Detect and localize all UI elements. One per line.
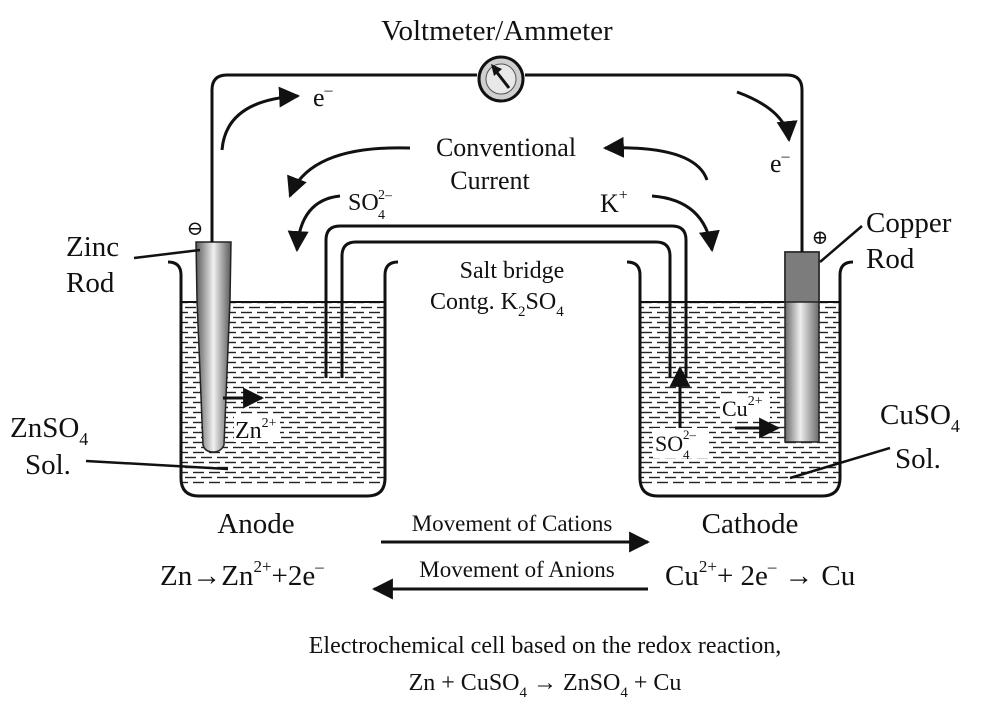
potassium-arrow [651, 194, 720, 253]
copper-rod-leader [819, 225, 863, 263]
znso4-sol-label: Sol. [25, 449, 71, 481]
conventional-current-line1: Conventional [436, 133, 576, 162]
negative-terminal-icon: ⊖ [187, 218, 204, 240]
svg-text:Zn2+: Zn2+ [235, 416, 277, 444]
right-beaker [626, 260, 854, 498]
salt-bridge-outer [324, 224, 688, 378]
zinc-ion-label: Zn2+ [234, 414, 280, 444]
copper-ion-label: Cu2+ [720, 394, 770, 421]
salt-bridge-inner [340, 240, 672, 378]
sulfate-label-top: SO42– [348, 188, 393, 223]
znso4-leader [85, 459, 229, 471]
conventional-current-line2: Current [450, 166, 530, 195]
svg-text:SO42–: SO42– [655, 427, 697, 462]
cuso4-sol-label: Sol. [895, 443, 941, 475]
cuso4-leader [789, 446, 891, 480]
zinc-rod-label-line2: Rod [66, 267, 115, 299]
electron-arrow-left [220, 86, 301, 151]
anode-title: Anode [217, 508, 294, 540]
copper-rod-label-line2: Rod [866, 243, 915, 275]
caption-line2: Zn + CuSO4→ZnSO4 + Cu [409, 670, 682, 701]
zinc-rod-leader [133, 248, 201, 260]
left-beaker [167, 260, 399, 498]
svg-text:Cu2+: Cu2+ [722, 394, 763, 421]
salt-bridge-label-line1: Salt bridge [460, 258, 565, 284]
electron-label-right: e– [770, 148, 791, 178]
znso4-label: ZnSO4 [10, 412, 88, 449]
potassium-label: K+ [600, 187, 628, 218]
wire-right [525, 73, 804, 252]
current-arrow-left [287, 146, 411, 198]
salt-bridge-label-line2: Contg. K2SO4 [430, 289, 564, 320]
wire-left [210, 73, 477, 242]
sulfate-arrow-top [287, 194, 341, 253]
electron-label-left: e– [313, 82, 334, 112]
positive-terminal-icon: ⊕ [812, 227, 829, 249]
cuso4-label: CuSO4 [880, 399, 960, 436]
caption-line1: Electrochemical cell based on the redox … [309, 633, 781, 659]
copper-rod-label-line1: Copper [866, 207, 952, 239]
meter-label: Voltmeter/Ammeter [381, 15, 613, 47]
sulfate-label-cathode: SO42– [653, 427, 709, 462]
zinc-rod-label-line1: Zinc [66, 231, 119, 263]
movement-cations-label: Movement of Cations [412, 511, 613, 536]
cathode-equation: Cu2++ 2e–→Cu [665, 557, 855, 592]
meter-icon [477, 55, 525, 103]
anode-equation: Zn→Zn2++2e– [160, 557, 324, 592]
zinc-rod [195, 241, 232, 453]
cathode-title: Cathode [702, 508, 799, 540]
movement-anions-label: Movement of Anions [419, 557, 615, 582]
electron-arrow-right [736, 90, 798, 143]
current-arrow-right [602, 136, 709, 181]
